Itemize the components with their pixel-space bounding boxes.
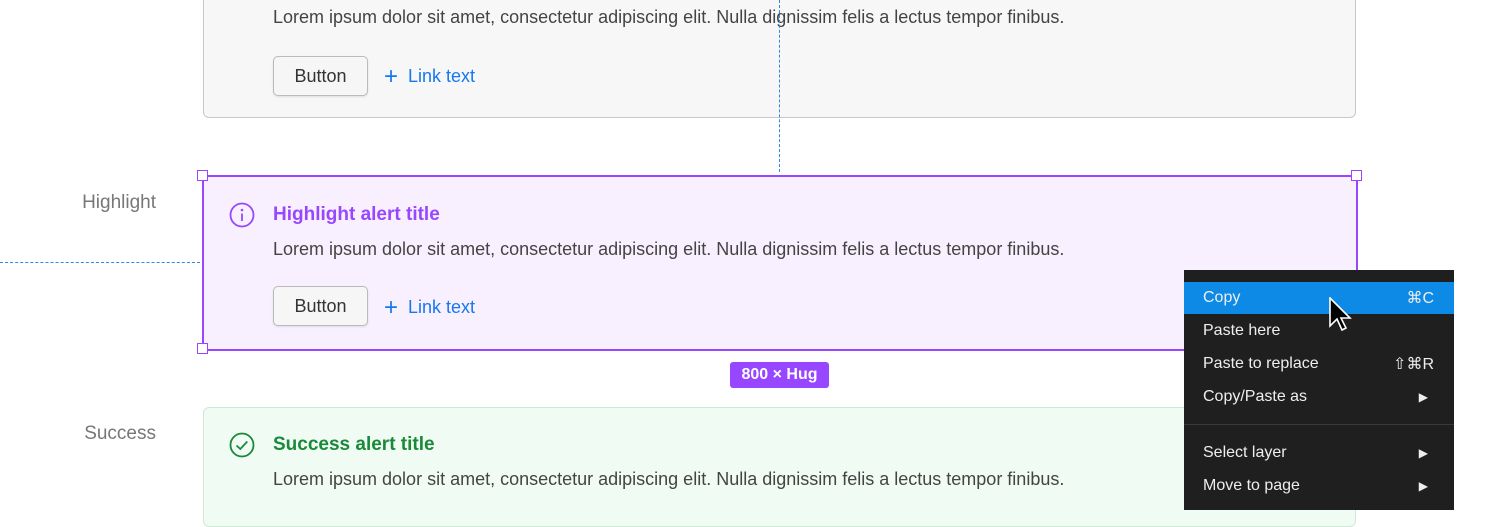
submenu-arrow-icon: ▶ xyxy=(1418,390,1428,404)
menu-item-copy-paste-as[interactable]: Copy/Paste as▶ xyxy=(1203,388,1428,405)
alert-link[interactable]: + Link text xyxy=(384,62,476,90)
menu-item-paste-here[interactable]: Paste here xyxy=(1203,322,1281,339)
alert-title: Success alert title xyxy=(273,434,435,455)
alert-body: Lorem ipsum dolor sit amet, consectetur … xyxy=(273,239,1065,259)
link-label: Link text xyxy=(408,66,476,86)
link-label: Link text xyxy=(408,297,476,317)
resize-handle[interactable] xyxy=(197,170,208,181)
resize-handle[interactable] xyxy=(1351,170,1362,181)
success-label: Success xyxy=(84,423,156,444)
menu-item-move-to-page[interactable]: Move to page▶ xyxy=(1203,477,1428,494)
vertical-guide xyxy=(779,0,780,172)
plus-icon: + xyxy=(384,62,399,90)
check-circle-icon xyxy=(229,432,255,458)
highlight-alert[interactable]: Highlight alert title Lorem ipsum dolor … xyxy=(202,175,1358,351)
menu-item-select-layer[interactable]: Select layer▶ xyxy=(1203,444,1428,461)
alert-body: Lorem ipsum dolor sit amet, consectetur … xyxy=(273,7,1065,27)
menu-item-copy[interactable]: Copy⌘C xyxy=(1184,282,1454,314)
horizontal-guide xyxy=(0,262,200,263)
size-badge: 800 × Hug xyxy=(730,362,829,388)
mouse-cursor-icon xyxy=(1329,297,1352,332)
highlight-label: Highlight xyxy=(82,192,156,213)
resize-handle[interactable] xyxy=(197,343,208,354)
menu-item-paste-to-replace[interactable]: Paste to replace⇧⌘R xyxy=(1203,355,1434,373)
menu-divider xyxy=(1184,424,1454,425)
alert-link[interactable]: + Link text xyxy=(384,293,476,321)
alert-title: Highlight alert title xyxy=(273,204,440,225)
alert-body: Lorem ipsum dolor sit amet, consectetur … xyxy=(273,469,1065,489)
plus-icon: + xyxy=(384,293,399,321)
submenu-arrow-icon: ▶ xyxy=(1418,446,1428,460)
submenu-arrow-icon: ▶ xyxy=(1418,479,1428,493)
alert-button[interactable]: Button xyxy=(273,286,368,326)
info-icon xyxy=(229,202,255,228)
context-menu: Copy⌘C Paste here Paste to replace⇧⌘R Co… xyxy=(1184,270,1454,510)
alert-button[interactable]: Button xyxy=(273,56,368,96)
